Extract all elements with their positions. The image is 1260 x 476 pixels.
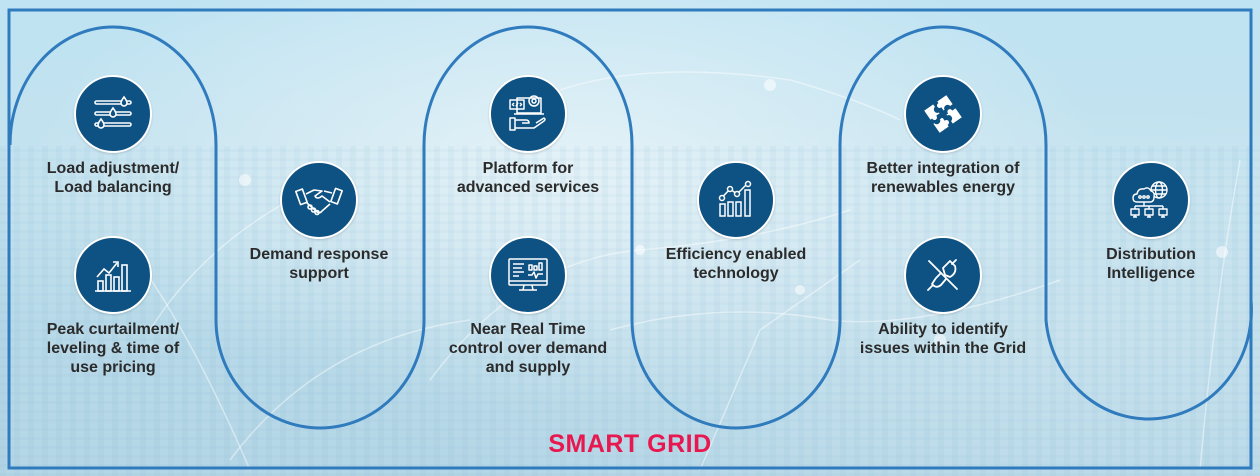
- feature-peak-curtailment: Peak curtailment/ leveling & time of use…: [13, 236, 213, 377]
- feature-load-adjustment: Load adjustment/ Load balancing: [13, 75, 213, 197]
- sliders-icon: [74, 75, 152, 153]
- feature-identify-issues: Ability to identify issues within the Gr…: [843, 236, 1043, 358]
- feature-demand-response: Demand response support: [219, 161, 419, 283]
- city-skyline-texture: [0, 146, 1260, 476]
- feature-distribution-intelligence: Distribution Intelligence: [1051, 161, 1251, 283]
- bar-chart-growth-icon: [74, 236, 152, 314]
- feature-label: Peak curtailment/ leveling & time of use…: [46, 321, 180, 376]
- feature-efficiency: Efficiency enabled technology: [636, 161, 836, 283]
- feature-near-real-time: Near Real Time control over demand and s…: [428, 236, 628, 377]
- feature-label: Near Real Time control over demand and s…: [448, 321, 608, 376]
- feature-label: Platform for advanced services: [456, 160, 600, 196]
- laptop-gear-hand-icon: [489, 75, 567, 153]
- feature-platform-services: Platform for advanced services: [428, 75, 628, 197]
- feature-label: Ability to identify issues within the Gr…: [859, 321, 1027, 357]
- monitor-dashboard-icon: [489, 236, 567, 314]
- feature-label: Better integration of renewables energy: [866, 160, 1020, 196]
- feature-label: Efficiency enabled technology: [665, 246, 807, 282]
- puzzle-icon: [904, 75, 982, 153]
- feature-label: Distribution Intelligence: [1106, 246, 1196, 282]
- feature-label: Demand response support: [249, 246, 389, 282]
- cloud-network-globe-icon: [1112, 161, 1190, 239]
- handshake-icon: [280, 161, 358, 239]
- diagram-title: SMART GRID: [548, 430, 712, 458]
- outer-border: [7, 8, 1253, 470]
- feature-label: Load adjustment/ Load balancing: [46, 160, 180, 196]
- feature-renewables: Better integration of renewables energy: [843, 75, 1043, 197]
- line-bar-chart-icon: [697, 161, 775, 239]
- unplugged-icon: [904, 236, 982, 314]
- serpentine-path: [8, 25, 1253, 430]
